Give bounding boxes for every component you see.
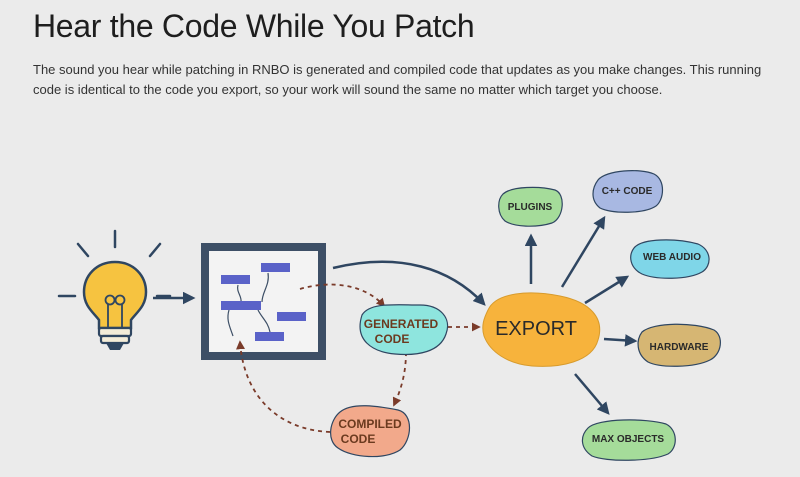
plugins-label: PLUGINS — [508, 202, 553, 213]
dashed-arrow-generated-to-compiled — [392, 351, 407, 407]
generated-code-label-line2: CODE — [375, 332, 410, 346]
page-title: Hear the Code While You Patch — [33, 8, 475, 44]
max-objects-node: MAX OBJECTS — [581, 419, 676, 461]
arrow-export-to-cpp — [560, 215, 606, 288]
arrow-patcher-to-export — [332, 260, 486, 306]
max-objects-label: MAX OBJECTS — [592, 434, 665, 445]
compiled-code-label-line2: CODE — [341, 432, 376, 446]
generated-code-node: GENERATED CODE — [359, 304, 449, 356]
web-audio-node: WEB AUDIO — [630, 239, 710, 279]
arrow-export-to-max — [574, 373, 610, 415]
cpp-code-node: C++ CODE — [592, 170, 664, 213]
hardware-node: HARDWARE — [637, 323, 721, 367]
lightbulb-icon — [57, 229, 172, 350]
plugins-node: PLUGINS — [498, 186, 563, 227]
compiled-code-node: COMPILED CODE — [330, 405, 411, 458]
dashed-arrow-patcher-to-generated — [299, 283, 386, 308]
intro-paragraph: The sound you hear while patching in RNB… — [33, 62, 762, 97]
export-node: EXPORT — [482, 292, 601, 367]
arrow-export-to-hardware — [603, 334, 638, 347]
hardware-label: HARDWARE — [650, 342, 709, 353]
web-audio-label: WEB AUDIO — [643, 252, 701, 263]
arrow-export-to-webaudio — [584, 275, 630, 305]
compiled-code-label-line1: COMPILED — [338, 417, 402, 431]
cpp-code-label: C++ CODE — [602, 186, 653, 197]
patcher-window — [201, 243, 326, 360]
export-label: EXPORT — [495, 318, 577, 340]
generated-code-label-line1: GENERATED — [364, 317, 439, 331]
dashed-arrow-compiled-to-patcher — [236, 340, 331, 433]
